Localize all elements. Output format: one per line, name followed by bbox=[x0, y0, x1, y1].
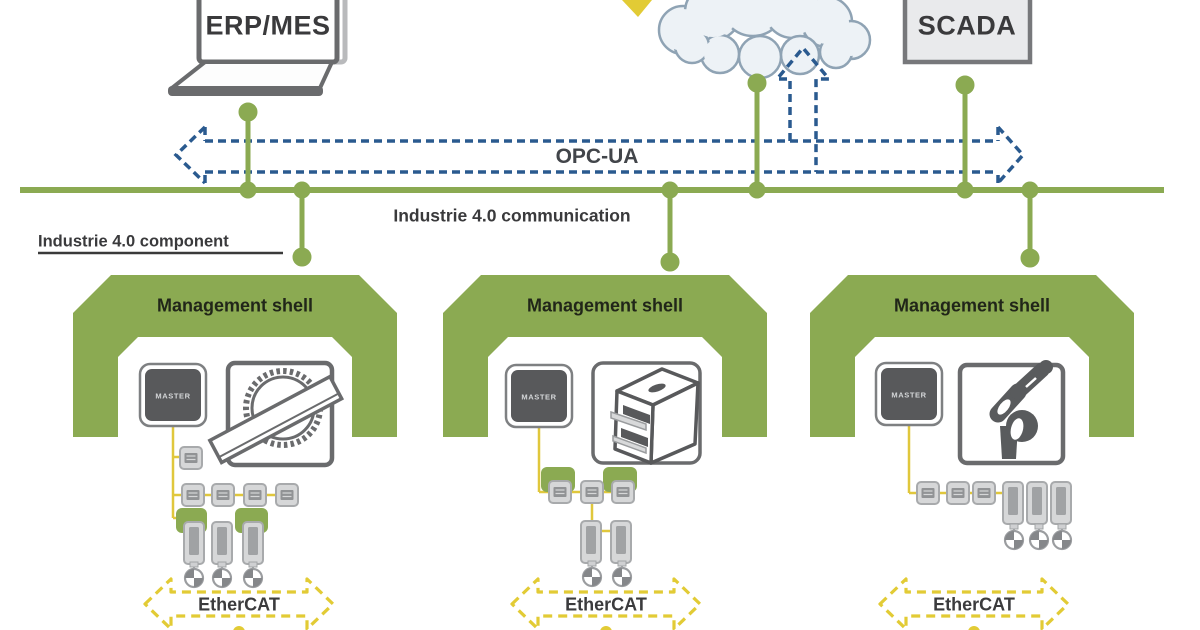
motor-icon bbox=[611, 559, 633, 588]
robot-arm-icon bbox=[957, 360, 1066, 466]
motor-icon bbox=[1003, 522, 1025, 551]
circular-saw-icon bbox=[207, 360, 345, 468]
ethercat-slave-icon bbox=[548, 480, 572, 504]
management-shells bbox=[73, 275, 1134, 437]
master-label-2: MASTER bbox=[521, 392, 557, 402]
bus-connection-stems bbox=[238, 73, 1040, 272]
management-shell-1 bbox=[73, 275, 397, 437]
scada-box bbox=[902, 0, 1033, 65]
ethercat-slave-icon bbox=[946, 481, 970, 505]
motors-2 bbox=[581, 559, 633, 588]
shell-label-1: Management shell bbox=[156, 295, 314, 316]
ethercat-slave-icon bbox=[275, 483, 299, 507]
drive-modules-3 bbox=[1002, 481, 1072, 525]
ethercat-slaves-3 bbox=[916, 481, 996, 505]
drive-module-icon bbox=[183, 521, 205, 565]
ethercat-slave-icon bbox=[580, 480, 604, 504]
motors-3 bbox=[1003, 522, 1073, 551]
shell-label-3: Management shell bbox=[893, 295, 1051, 316]
motor-icon bbox=[242, 560, 264, 589]
motor-icon bbox=[211, 560, 233, 589]
management-shell-3 bbox=[810, 275, 1134, 437]
ethercat-label-2: EtherCAT bbox=[565, 594, 647, 615]
ethercat-slave-icon bbox=[211, 483, 235, 507]
drive-module-icon bbox=[580, 520, 602, 564]
press-machine-icon bbox=[591, 361, 702, 465]
ethercat-bottom-dots bbox=[233, 626, 980, 630]
ethercat-slaves-2 bbox=[548, 480, 635, 504]
master-label-1: MASTER bbox=[155, 391, 191, 401]
drive-module-icon bbox=[1050, 481, 1072, 525]
drive-module-icon bbox=[211, 521, 233, 565]
spark-icon bbox=[622, 0, 652, 17]
shell-label-2: Management shell bbox=[526, 295, 684, 316]
drive-modules-2 bbox=[580, 520, 632, 564]
ethercat-label-1: EtherCAT bbox=[198, 594, 280, 615]
cloud-icon bbox=[657, 0, 872, 80]
bus-label: Industrie 4.0 communication bbox=[393, 205, 631, 226]
motor-icon bbox=[1028, 522, 1050, 551]
ethercat-slave-icon bbox=[243, 483, 267, 507]
ethercat-slave-icon bbox=[972, 481, 996, 505]
motors-1 bbox=[183, 560, 264, 589]
drive-module-icon bbox=[242, 521, 264, 565]
ethercat-slave-icon bbox=[916, 481, 940, 505]
drive-module-icon bbox=[1002, 481, 1024, 525]
opc-ua-band-arrow bbox=[173, 125, 1026, 185]
scada-label: SCADA bbox=[917, 10, 1017, 41]
erp-mes-label: ERP/MES bbox=[205, 10, 331, 41]
opc-ua-label: OPC-UA bbox=[555, 145, 639, 168]
laptop-icon bbox=[168, 0, 348, 96]
ethercat-wiring-1 bbox=[171, 425, 290, 520]
motor-icon bbox=[1051, 522, 1073, 551]
drive-module-icon bbox=[1026, 481, 1048, 525]
ethercat-slave-icon bbox=[179, 446, 203, 470]
master-label-3: MASTER bbox=[891, 390, 927, 400]
component-label: Industrie 4.0 component bbox=[38, 232, 229, 251]
ethercat-slave-icon bbox=[181, 483, 205, 507]
motor-icon bbox=[581, 559, 603, 588]
ethercat-slave-icon bbox=[611, 480, 635, 504]
ethercat-label-3: EtherCAT bbox=[933, 594, 1015, 615]
drive-modules-1 bbox=[183, 521, 264, 565]
drive-module-icon bbox=[610, 520, 632, 564]
motor-icon bbox=[183, 560, 205, 589]
management-shell-2 bbox=[443, 275, 767, 437]
